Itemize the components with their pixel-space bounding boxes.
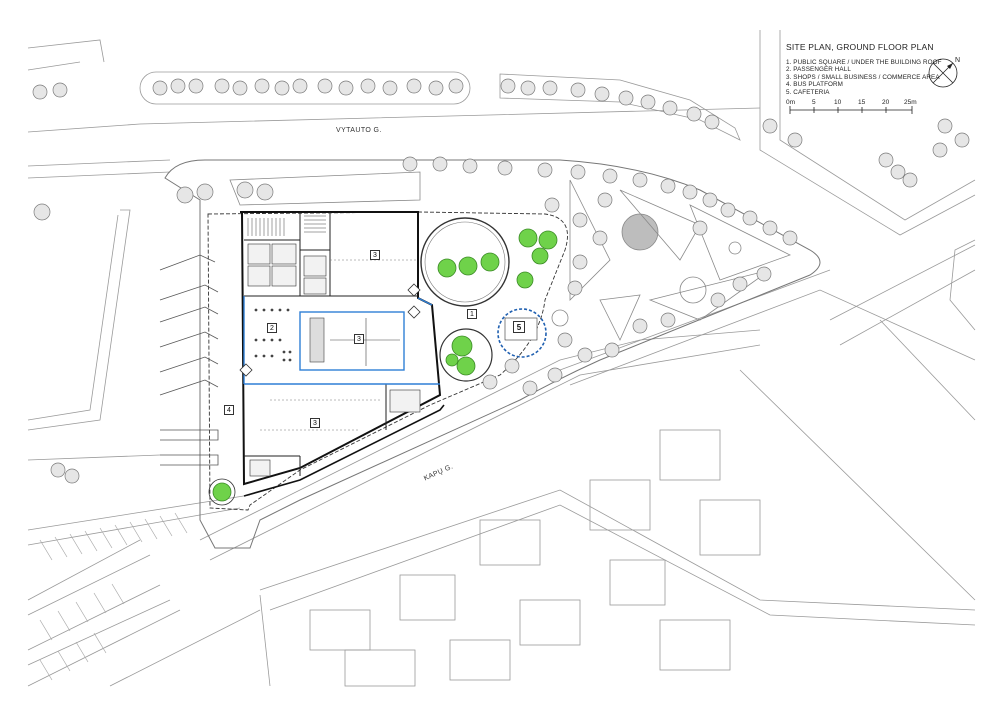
svg-text:N: N [955, 57, 960, 64]
round-pond [621, 213, 659, 251]
park-paths [229, 171, 792, 341]
zone-number-bus-platform: 4 [224, 405, 234, 415]
scale-bar-labels: 0m 5 10 15 20 25m [786, 99, 926, 109]
cafeteria-pavilion [497, 308, 547, 358]
legend-title: SITE PLAN, GROUND FLOOR PLAN [786, 42, 934, 52]
legend-item-bus-platform: 4. BUS PLATFORM [786, 81, 844, 89]
columns [239, 283, 421, 377]
zone-number-shop-south: 3 [310, 418, 320, 428]
bus-bays [159, 254, 219, 466]
scale-bar [789, 106, 913, 114]
tree-icon-group [32, 78, 970, 484]
green-tree-group [212, 228, 558, 502]
legend-item-public-square: 1. PUBLIC SQUARE / UNDER THE BUILDING RO… [786, 59, 942, 66]
zone-number-passenger-hall: 2 [267, 323, 277, 333]
scale-label-20: 20 [882, 99, 890, 106]
scale-label-5: 5 [812, 99, 816, 106]
scale-label-15: 15 [858, 99, 866, 106]
tree-circle-planter [420, 217, 510, 307]
parking-stalls [39, 512, 188, 681]
zone-number-shop-center: 3 [354, 334, 364, 344]
scale-label-0: 0m [786, 99, 796, 106]
zone-number-cafeteria: 5 [513, 321, 525, 333]
hall-seating [254, 308, 292, 362]
scale-label-10: 10 [834, 99, 842, 106]
zone-number-shop-north: 3 [370, 250, 380, 260]
legend: SITE PLAN, GROUND FLOOR PLAN 1. PUBLIC S… [786, 42, 942, 96]
street-label-vytauto: VYTAUTO G. [336, 127, 382, 134]
north-arrow-icon: N [928, 57, 960, 88]
roof-edge-dashed [207, 211, 568, 511]
terminal-building [239, 211, 445, 497]
context-lines [27, 30, 976, 687]
legend-item-cafeteria: 5. CAFETERIA [786, 88, 830, 96]
legend-item-shops: 3. SHOPS / SMALL BUSINESS / COMMERCE ARE… [786, 73, 940, 81]
tree-circle-south [439, 328, 493, 382]
zone-number-public-square: 1 [467, 309, 477, 319]
scale-label-25: 25m [904, 99, 917, 106]
legend-item-passenger-hall: 2. PASSENGER HALL [786, 66, 851, 74]
